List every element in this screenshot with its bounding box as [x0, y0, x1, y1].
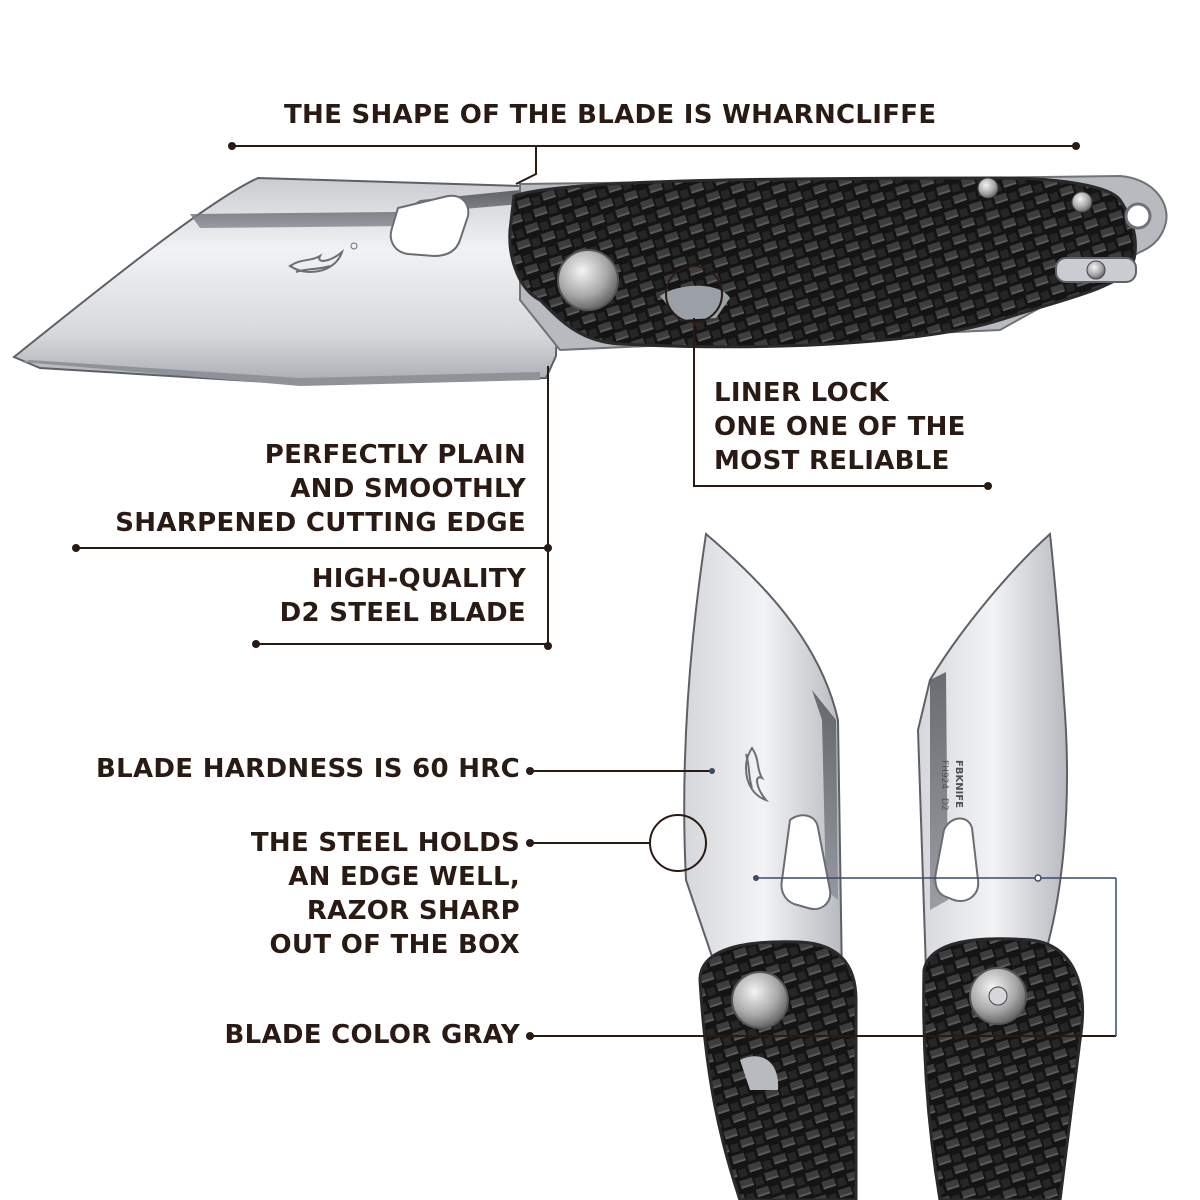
edge-retention-line-2: AN EDGE WELL, [288, 862, 520, 892]
callout-lines [76, 145, 1116, 1037]
liner-lock-line-2: ONE ONE OF THE [714, 412, 966, 442]
liner-lock-label: LINER LOCK ONE ONE OF THE MOST RELIABLE [714, 376, 966, 478]
edge-retention-line-1: THE STEEL HOLDS [250, 828, 520, 858]
top-flipper [660, 285, 730, 320]
bottom-right-knife: FBKNIFE FH924 D2 [916, 531, 1085, 1200]
callout-blue-lines [756, 877, 1117, 1036]
bl-thumb-hole [780, 814, 832, 910]
br-handle [922, 937, 1085, 1200]
top-blade [12, 176, 562, 386]
top-blade-thumb-hole [389, 194, 470, 258]
blade-steel-mark: D2 [939, 798, 949, 811]
bl-blade [683, 532, 844, 981]
edge-highlight-circle [649, 814, 707, 872]
liner-lock-line-1: LINER LOCK [714, 378, 889, 408]
top-screw-2 [1071, 191, 1093, 213]
top-screw-1 [977, 177, 999, 199]
bl-flipper [740, 1056, 779, 1090]
top-knife [12, 174, 1168, 386]
bl-blade-swedge [812, 690, 838, 900]
edge-retention-line-4: OUT OF THE BOX [269, 930, 520, 960]
callout-blade-dots [709, 768, 1042, 882]
cutting-edge-line-3: SHARPENED CUTTING EDGE [115, 508, 526, 538]
blade-shape-label: THE SHAPE OF THE BLADE IS WHARNCLIFFE [284, 100, 937, 130]
cutting-edge-line-1: PERFECTLY PLAIN [264, 440, 526, 470]
liner-lock-highlight-circle [665, 265, 723, 323]
edge-retention-label: THE STEEL HOLDS AN EDGE WELL, RAZOR SHAR… [251, 826, 520, 962]
callout-dots [72, 142, 1080, 1040]
blade-brand-mark: FBKNIFE [953, 760, 964, 808]
edge-retention-line-3: RAZOR SHARP [306, 896, 520, 926]
blade-marking: FBKNIFE FH924 D2 [939, 760, 964, 811]
top-lanyard-hole [1124, 202, 1152, 230]
top-pivot [557, 249, 619, 311]
liner-lock-line-3: MOST RELIABLE [714, 446, 950, 476]
hardness-label: BLADE HARDNESS IS 60 HRC [96, 754, 520, 784]
flame-logo-icon [288, 242, 358, 274]
top-handle [508, 176, 1137, 349]
flame-logo-icon [744, 746, 770, 803]
bottom-left-knife [683, 532, 858, 1200]
top-clip-screw [1086, 260, 1106, 280]
br-pivot-screw [988, 986, 1008, 1006]
cutting-edge-label: PERFECTLY PLAIN AND SMOOTHLY SHARPENED C… [115, 438, 526, 540]
steel-line-2: D2 STEEL BLADE [279, 598, 526, 628]
steel-label: HIGH-QUALITY D2 STEEL BLADE [280, 562, 526, 630]
blade-color-label: BLADE COLOR GRAY [224, 1020, 520, 1050]
top-blade-edge [22, 360, 540, 386]
br-thumb-hole [934, 817, 980, 902]
blade-model-mark: FH924 [939, 760, 949, 789]
bl-pivot [731, 971, 789, 1029]
steel-line-1: HIGH-QUALITY [311, 564, 526, 594]
cutting-edge-line-2: AND SMOOTHLY [290, 474, 526, 504]
